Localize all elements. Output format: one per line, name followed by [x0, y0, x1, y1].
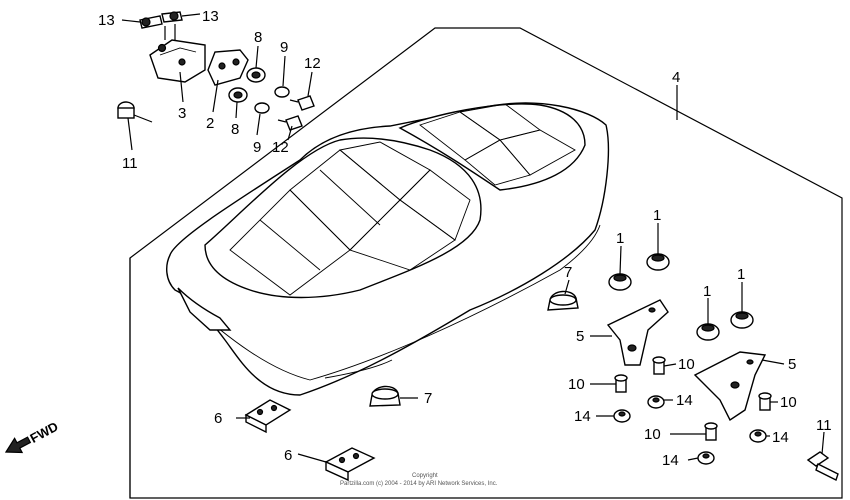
forward-arrow: FWD — [4, 419, 61, 454]
part-5-brackets — [606, 299, 767, 422]
callout-11-lower: 11 — [816, 417, 832, 434]
leader-lines — [121, 13, 825, 463]
callout-1-a: 1 — [653, 207, 661, 224]
part-10-collars — [614, 356, 772, 441]
part-6-clips — [244, 399, 376, 482]
callout-10-a: 10 — [678, 356, 695, 373]
copyright-line-2: Partzilla.com (c) 2004 - 2014 by ARI Net… — [340, 481, 498, 487]
callout-13-left: 13 — [98, 12, 115, 29]
seat — [166, 102, 610, 396]
callout-labels: 13 13 3 2 8 8 9 9 12 12 11 4 1 1 1 1 7 7… — [98, 8, 832, 469]
callout-3: 3 — [178, 105, 186, 122]
callout-4: 4 — [672, 69, 680, 86]
part-9-washers — [254, 86, 290, 114]
callout-14-a: 14 — [574, 408, 591, 425]
callout-13-right: 13 — [202, 8, 219, 25]
callout-10-d: 10 — [644, 426, 661, 443]
callout-14-d: 14 — [662, 452, 679, 469]
part-7-cushions — [369, 290, 579, 407]
callout-12-upper: 12 — [304, 55, 321, 72]
callout-1-d: 1 — [737, 266, 745, 283]
callout-1-c: 1 — [703, 283, 711, 300]
copyright-line-1: Copyright — [412, 473, 438, 479]
part-8-grommets — [228, 67, 266, 103]
callout-2: 2 — [206, 115, 214, 132]
part-3-bracket — [149, 39, 206, 83]
callout-7-lower: 7 — [424, 390, 432, 407]
callout-8-upper: 8 — [254, 29, 262, 46]
arrow-icon — [4, 436, 32, 454]
callout-8-lower: 8 — [231, 121, 239, 138]
copyright-notice: Copyright Partzilla.com (c) 2004 - 2014 … — [340, 473, 498, 487]
callout-9-lower: 9 — [253, 139, 261, 156]
part-2-hinge-plate — [207, 49, 249, 86]
forward-label: FWD — [27, 419, 60, 446]
callout-5-left: 5 — [576, 328, 584, 345]
callout-6-lower: 6 — [284, 447, 292, 464]
callout-10-c: 10 — [780, 394, 797, 411]
callout-9-upper: 9 — [280, 39, 288, 56]
part-11-bolt-lower — [806, 451, 839, 481]
callout-10-b: 10 — [568, 376, 585, 393]
callout-7-upper: 7 — [564, 264, 572, 281]
callout-12-lower: 12 — [272, 139, 289, 156]
callout-5-right: 5 — [788, 356, 796, 373]
part-13-bolts — [139, 11, 183, 40]
callout-14-b: 14 — [676, 392, 693, 409]
callout-14-c: 14 — [772, 429, 789, 446]
callout-1-b: 1 — [616, 230, 624, 247]
callout-6-upper: 6 — [214, 410, 222, 427]
part-1-cushions — [608, 253, 754, 341]
part-12-bolts — [277, 95, 315, 131]
callout-11-upper: 11 — [122, 155, 138, 172]
part-11-knob-upper — [117, 101, 153, 123]
